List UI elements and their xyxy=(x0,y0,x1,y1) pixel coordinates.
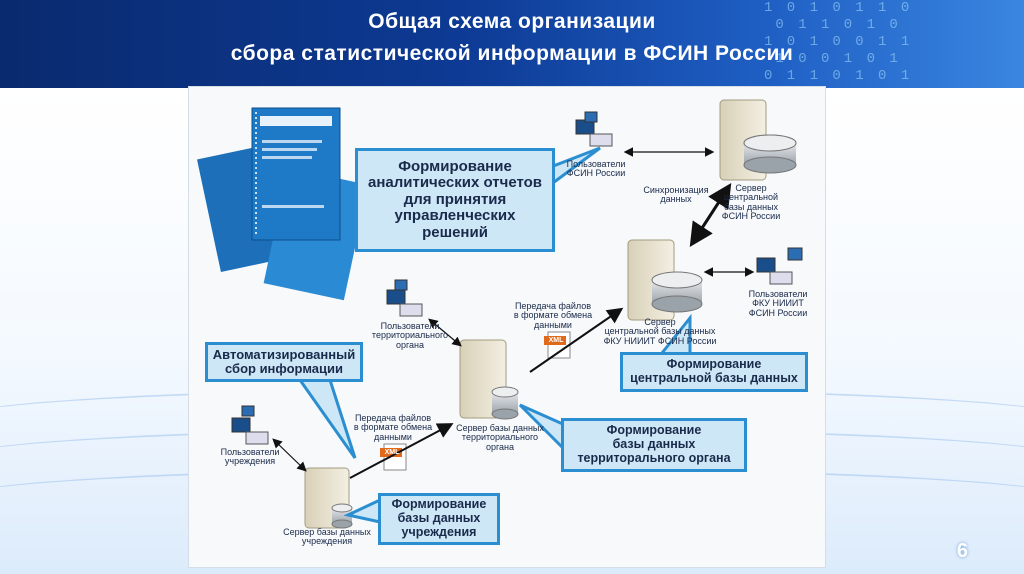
sync-label: Синхронизация данных xyxy=(643,185,709,205)
institution-server-label: Сервер базы данных учреждения xyxy=(283,527,371,547)
transfer-top-label: Передача файлов в формате обмена данными xyxy=(513,301,593,330)
computer-icon xyxy=(386,279,423,317)
fku-server-icon xyxy=(627,239,703,321)
computer-icon xyxy=(575,111,613,147)
fku-server-label: Сервер центральной базы данных ФКУ НИИИТ… xyxy=(603,317,717,346)
computer-icon xyxy=(231,405,269,445)
page-title-line1: Общая схема организации xyxy=(368,10,656,33)
binary-decoration: 1 0 1 0 1 1 0 0 1 1 0 1 0 1 0 1 0 0 1 1 … xyxy=(764,0,913,84)
users-fsin-label: Пользователи ФСИН России xyxy=(566,159,626,179)
page-number: 6 xyxy=(956,540,968,562)
transfer-bottom-label: Передача файлов в формате обмена данными xyxy=(353,413,433,442)
reports-documents-icon xyxy=(197,107,369,301)
territorial-db-callout: Формирование базы данных территорального… xyxy=(561,418,747,472)
xml-file-icon xyxy=(380,443,407,471)
page-title-line2: сбора статистической информации в ФСИН Р… xyxy=(230,42,794,65)
territorial-server-label: Сервер базы данных территориального орга… xyxy=(456,423,544,452)
users-fku-label: Пользователи ФКУ НИИИТ ФСИН России xyxy=(748,289,808,318)
central-server-icon xyxy=(719,99,797,181)
xml-label: XML xyxy=(384,449,400,456)
xml-label: XML xyxy=(548,337,564,344)
users-territorial-label: Пользователи территориального органа xyxy=(371,321,449,350)
central-db-callout: Формирование центральной базы данных xyxy=(620,352,808,392)
institution-server-icon xyxy=(304,467,353,529)
central-server-label: Сервер центральной базы данных ФСИН Росс… xyxy=(721,183,781,222)
automated-collection-callout: Автоматизированный сбор информации xyxy=(205,342,363,382)
computer-icon xyxy=(756,247,803,285)
analytics-reports-callout: Формирование аналитических отчетов для п… xyxy=(355,148,555,252)
territorial-server-icon xyxy=(459,339,519,420)
header-banner: 1 0 1 0 1 1 0 0 1 1 0 1 0 1 0 1 0 0 1 1 … xyxy=(0,0,1024,88)
users-institution-label: Пользователи учреждения xyxy=(220,447,280,467)
institution-db-callout: Формирование базы данных учреждения xyxy=(378,493,500,545)
